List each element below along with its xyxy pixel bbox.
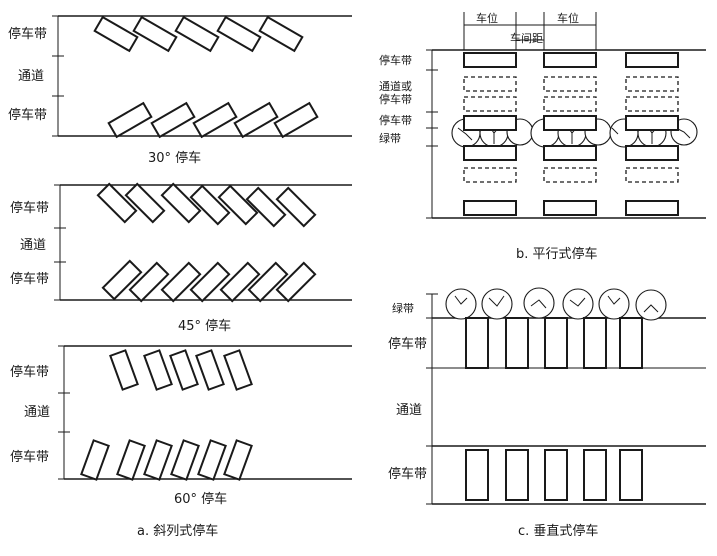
- label-parking-band: 停车带: [379, 53, 412, 67]
- label-parking-band: 停车带: [388, 466, 427, 482]
- label-aisle: 通道: [18, 69, 44, 84]
- panel-60-degree: 停车带 通道 停车带 60° 停车: [10, 345, 352, 507]
- panel-45-degree: 停车带 通道 停车带 45° 停车: [10, 182, 352, 334]
- label-parking-band: 停车带: [379, 113, 412, 127]
- label-parking-band: 停车带: [8, 107, 47, 123]
- car-row-top: [109, 349, 253, 391]
- label-parking-band: 停车带: [10, 200, 49, 216]
- caption-45-degree: 45° 停车: [178, 318, 231, 334]
- label-car-space: 车位: [557, 11, 579, 25]
- car-row-bottom: [80, 439, 253, 481]
- label-green-band: 绿带: [392, 301, 414, 315]
- car-row-top: [96, 182, 317, 228]
- label-aisle: 通道: [396, 403, 422, 418]
- caption-parallel-parking: b. 平行式停车: [516, 246, 598, 262]
- panel-parallel-parking: 车位 车位 车间距 停车带 通道或 停车带 停车带 绿带: [379, 11, 706, 262]
- label-car-space: 车位: [476, 11, 498, 25]
- panel-perpendicular-parking: 绿带 停车带 通道 停车带 c. 垂直式停车: [388, 287, 706, 539]
- label-parking-band: 停车带: [388, 336, 427, 352]
- car-row-top: [93, 15, 304, 53]
- label-aisle-or-band: 通道或: [379, 79, 412, 93]
- label-aisle-or-band: 停车带: [379, 92, 412, 106]
- label-parking-band: 停车带: [10, 364, 49, 380]
- label-parking-band: 停车带: [8, 26, 47, 42]
- label-parking-band: 停车带: [10, 449, 49, 465]
- caption-30-degree: 30° 停车: [148, 150, 201, 166]
- caption-60-degree: 60° 停车: [174, 491, 227, 507]
- car-row-bottom: [107, 101, 319, 139]
- label-car-spacing: 车间距: [510, 31, 543, 45]
- label-green-band: 绿带: [379, 131, 401, 145]
- caption-oblique-parking: a. 斜列式停车: [137, 523, 218, 539]
- label-aisle: 通道: [20, 238, 46, 253]
- label-parking-band: 停车带: [10, 271, 49, 287]
- caption-perpendicular-parking: c. 垂直式停车: [518, 523, 598, 539]
- car-row-bottom: [101, 259, 317, 303]
- label-aisle: 通道: [24, 405, 50, 420]
- tree-row: [445, 287, 667, 321]
- panel-30-degree: 停车带 通道 停车带 30° 停车: [8, 15, 352, 166]
